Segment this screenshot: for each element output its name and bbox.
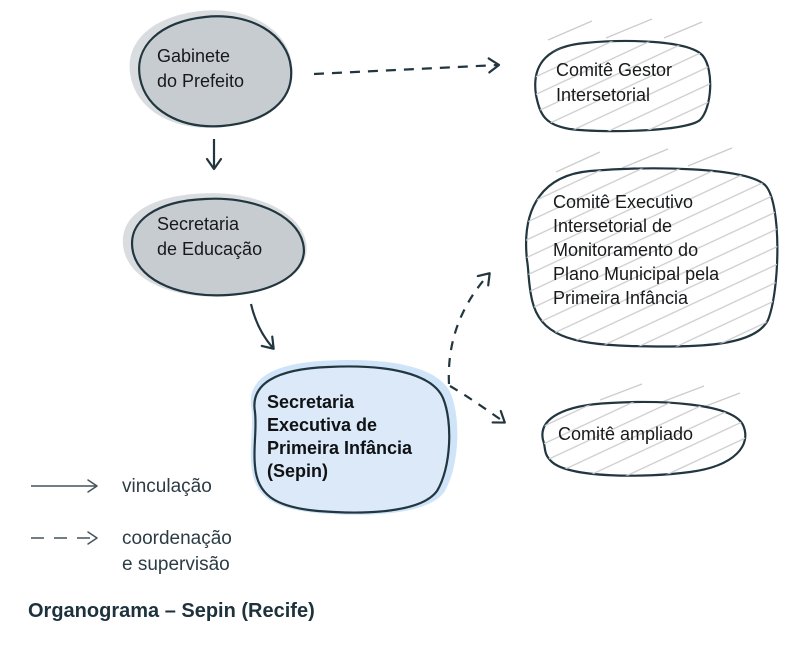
node-label-line: Primeira Infância (553, 288, 689, 308)
hatch-overflow-lines (547, 18, 741, 407)
legend-dashed-label: coordenação e supervisão (122, 526, 232, 578)
blob-secretaria-educacao (130, 197, 306, 297)
legend-arrows (31, 479, 98, 545)
legend-label-line: e supervisão (122, 554, 230, 575)
node-label-comite-gestor: Comitê Gestor Intersetorial (556, 58, 672, 108)
blob-comite-executivo-hatch (526, 168, 778, 347)
arrow-vinculacao-educacao-sepin (249, 303, 275, 350)
blob-comite-gestor-hatch (535, 41, 711, 132)
node-label-line: de Educação (157, 239, 263, 259)
node-label-line: Comitê Executivo (553, 192, 694, 212)
node-label-comite-ampliado: Comitê ampliado (558, 422, 693, 446)
hatched-blobs (525, 39, 779, 477)
node-label-comite-executivo: Comitê Executivo Intersetorial de Monito… (553, 190, 719, 310)
node-label-line: Comitê ampliado (558, 424, 694, 444)
node-label-line: Gabinete (157, 46, 231, 66)
node-label-line: Plano Municipal pela (553, 264, 720, 284)
node-label-gabinete: Gabinete do Prefeito (157, 44, 244, 94)
node-label-line: do Prefeito (157, 71, 245, 91)
diagram-title: Organograma – Sepin (Recife) (28, 600, 315, 622)
node-label-sepin: Secretaria Executiva de Primeira Infânci… (267, 391, 412, 483)
node-label-line: Primeira Infância (267, 438, 413, 458)
node-label-line: Executiva de (267, 415, 378, 435)
arrow-coordenacao-sepin-executivo (447, 272, 491, 385)
blob-sepin (253, 365, 451, 514)
legend-label-line: coordenação (122, 528, 232, 549)
node-label-line: Intersetorial (556, 85, 651, 105)
arrow-coordenacao-gabinete-gestor (313, 57, 501, 76)
legend-solid-label: vinculação (122, 474, 212, 500)
node-label-line: Comitê Gestor (556, 60, 673, 80)
node-label-line: Secretaria (267, 392, 355, 412)
legend-label-line: vinculação (122, 476, 212, 497)
node-label-line: (Sepin) (267, 461, 328, 481)
edges (205, 57, 506, 424)
node-label-secretaria-educacao: Secretaria de Educação (157, 212, 262, 262)
node-label-line: Monitoramento do (553, 240, 699, 260)
node-label-line: Intersetorial de (553, 216, 673, 236)
node-label-line: Secretaria (157, 214, 240, 234)
arrow-coordenacao-sepin-ampliado (449, 385, 506, 424)
filled-blobs (130, 15, 451, 514)
blob-gabinete (138, 15, 293, 128)
blob-comite-ampliado-hatch (542, 402, 746, 476)
